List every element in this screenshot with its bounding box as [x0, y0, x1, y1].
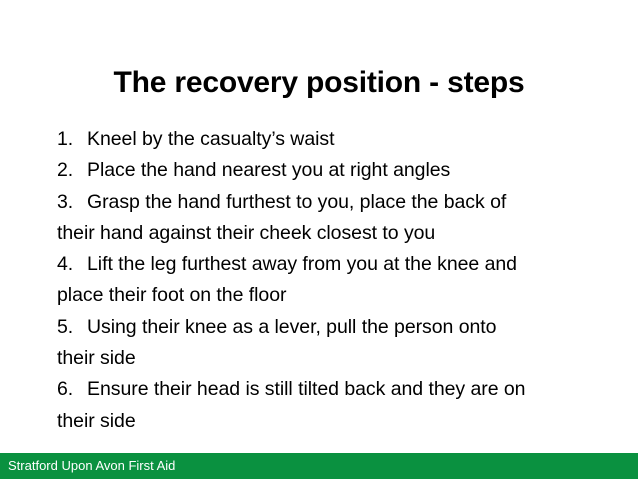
list-item-number: 5.	[57, 315, 74, 338]
footer-organization-label: Stratford Upon Avon First Aid	[8, 458, 176, 473]
list-item: 5. Using their knee as a lever, pull the …	[57, 312, 587, 343]
list-item-text: Ensure their head is still tilted back a…	[87, 378, 526, 401]
steps-list: 1. Kneel by the casualty’s waist 2. Place …	[57, 124, 587, 437]
list-item-continuation: their side	[57, 406, 587, 437]
list-item-text: Place the hand nearest you at right angl…	[87, 159, 451, 182]
list-item-number: 3.	[57, 190, 74, 213]
list-item-number: 1.	[57, 128, 74, 150]
list-item-text: Using their knee as a lever, pull the pe…	[87, 315, 497, 338]
list-item-text: Grasp the hand furthest to you, place th…	[87, 190, 507, 213]
list-item-text: place their foot on the floor	[57, 284, 287, 307]
list-item-text: Lift the leg furthest away from you at t…	[87, 253, 517, 276]
list-item-text: their hand against their cheek closest t…	[57, 221, 436, 244]
list-item-continuation: place their foot on the floor	[57, 280, 587, 311]
list-item: 6. Ensure their head is still tilted back…	[57, 374, 587, 405]
list-item-text: their side	[57, 347, 136, 370]
list-item: 2. Place the hand nearest you at right an…	[57, 155, 587, 186]
list-item-number: 2.	[57, 159, 74, 182]
list-item-number: 4.	[57, 253, 74, 276]
list-item-continuation: their hand against their cheek closest t…	[57, 218, 587, 249]
list-item-continuation: their side	[57, 343, 587, 374]
list-item: 3. Grasp the hand furthest to you, place …	[57, 187, 587, 218]
list-item: 1. Kneel by the casualty’s waist	[57, 124, 587, 155]
list-item-number: 6.	[57, 378, 74, 401]
list-item: 4. Lift the leg furthest away from you at…	[57, 249, 587, 280]
page-title: The recovery position - steps	[113, 66, 525, 100]
list-item-text: Kneel by the casualty’s waist	[87, 128, 335, 150]
footer-bar: Stratford Upon Avon First Aid	[0, 453, 638, 479]
list-item-text: their side	[57, 409, 136, 432]
